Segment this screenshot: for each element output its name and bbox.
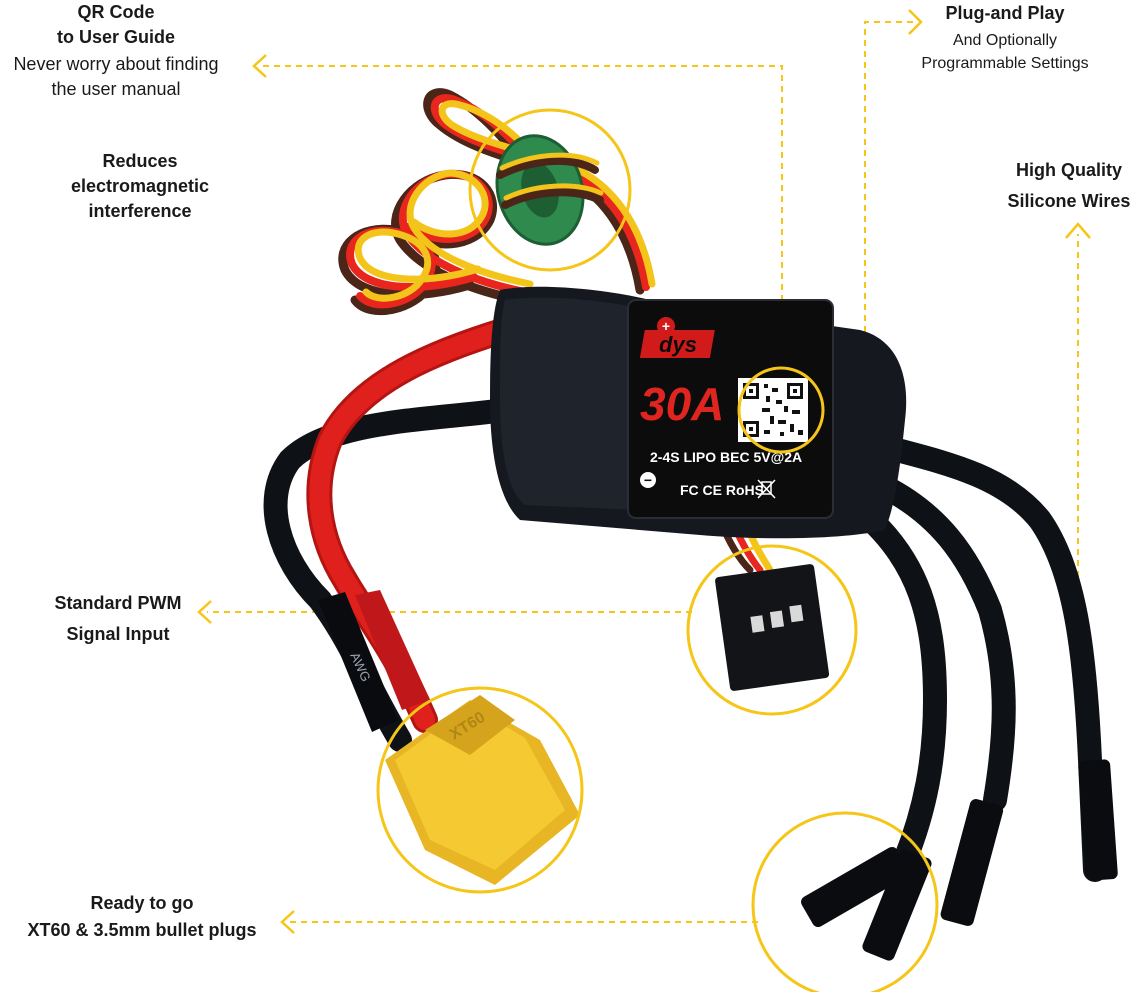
qr-code: [738, 378, 808, 442]
emi-callout-title-1: Reduces: [102, 151, 178, 171]
pwm-arrowhead: [197, 600, 212, 624]
pwm-highlight: [686, 544, 858, 716]
ready-callout-title-1: Ready to go: [90, 893, 194, 913]
ready-callout-title-2: XT60 & 3.5mm bullet plugs: [27, 920, 257, 940]
wires-callout-title-1: High Quality: [1015, 160, 1122, 180]
plug-play-arrowhead: [908, 9, 923, 35]
plug-play-callout: Plug-and Play And Optionally Programmabl…: [905, 2, 1105, 75]
brand-logo-text: dys: [659, 332, 697, 357]
emi-callout: Reduces electromagnetic interference: [30, 149, 250, 224]
pwm-callout: Standard PWM Signal Input: [28, 588, 208, 650]
ready-callout: Ready to go XT60 & 3.5mm bullet plugs: [0, 890, 284, 944]
ready-arrowhead: [280, 910, 295, 934]
callout-arrowheads: [197, 9, 1091, 934]
esc-body: + dys 30A: [490, 286, 907, 539]
xt60-highlight: [376, 686, 584, 894]
callout-leaders: [207, 21, 1079, 923]
plug-play-callout-desc-2: Programmable Settings: [921, 55, 1089, 72]
qr-arrowhead: [252, 54, 267, 78]
plug-play-leader-line: [864, 21, 915, 398]
minus-mark-bg: [640, 472, 656, 488]
wires-callout: High Quality Silicone Wires: [990, 155, 1148, 217]
signal-wire-coils: [338, 88, 656, 316]
plug-play-callout-title: Plug-and Play: [945, 3, 1065, 23]
wires-callout-title-2: Silicone Wires: [1007, 191, 1131, 211]
qr-callout-title-1: QR Code: [77, 2, 155, 22]
minus-mark: −: [644, 472, 652, 488]
bullet-highlight: [751, 811, 939, 992]
servo-connector: [715, 564, 830, 691]
qr-highlight: [737, 366, 825, 454]
ferrite-highlight: [468, 108, 632, 272]
qr-callout: QR Code to User Guide Never worry about …: [0, 0, 232, 102]
black-heatshrink: [318, 592, 398, 732]
red-heatshrink: [355, 590, 430, 710]
qr-leader-line: [262, 65, 783, 400]
spec-text: 2-4S LIPO BEC 5V@2A: [650, 449, 802, 465]
plus-mark: +: [662, 318, 670, 334]
xt60-connector: XT60: [385, 695, 580, 885]
qr-callout-title-2: to User Guide: [56, 27, 176, 47]
brand-logo-box: [639, 330, 715, 358]
plug-play-callout-desc-1: And Optionally: [952, 32, 1058, 49]
qr-callout-desc-1: Never worry about finding: [13, 54, 219, 74]
current-rating: 30A: [640, 378, 724, 430]
emi-callout-title-3: interference: [88, 201, 192, 221]
qr-callout-desc-2: the user manual: [51, 79, 181, 99]
emi-callout-title-2: electromagnetic: [70, 176, 210, 196]
wires-arrowhead: [1065, 222, 1091, 239]
pwm-callout-title-2: Signal Input: [66, 624, 170, 644]
weee-bin-icon: [757, 479, 776, 499]
pwm-callout-title-1: Standard PWM: [54, 593, 182, 613]
highlight-circles: [376, 108, 939, 992]
cert-marks: FC CE RoHS: [680, 482, 764, 498]
bullet-plugs: [801, 759, 1118, 961]
